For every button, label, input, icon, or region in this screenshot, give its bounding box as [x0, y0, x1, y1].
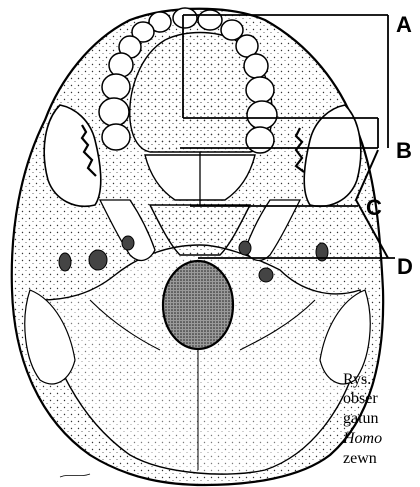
caption-line: obser [343, 391, 378, 407]
foramen-right-3 [239, 241, 251, 255]
signature-mark [60, 474, 90, 477]
label-b: B [396, 140, 412, 162]
caption-line: Rys. [343, 372, 371, 388]
caption-line: gatun [343, 411, 379, 427]
label-d: D [397, 256, 413, 278]
foramen-magnum [163, 261, 233, 349]
foramen-left-1 [89, 250, 107, 270]
label-a: A [396, 14, 412, 36]
foramen-left-3 [122, 236, 134, 250]
caption-line: Homo [343, 431, 382, 447]
foramen-right-1 [259, 268, 273, 282]
label-c: C [366, 197, 382, 219]
caption-line: zewn [343, 451, 377, 467]
foramen-left-2 [59, 253, 71, 271]
